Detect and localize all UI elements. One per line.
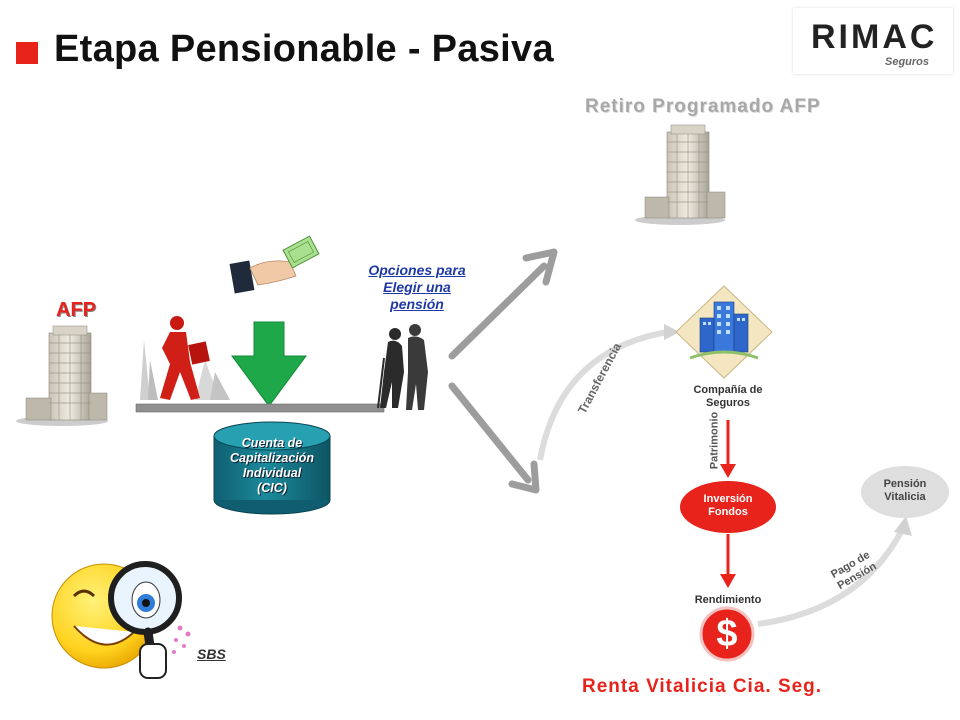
title-bullet: [16, 42, 38, 64]
insurance-company-icon: [675, 285, 773, 379]
cic-line-4: (CIC): [257, 481, 287, 495]
rendimiento-label: Rendimiento: [694, 594, 762, 606]
compania-line-1: Compañía de: [693, 384, 763, 396]
platform-bar: [135, 403, 385, 413]
page-title: Etapa Pensionable - Pasiva: [54, 28, 554, 70]
green-down-arrow: [231, 321, 307, 407]
inversion-label: Inversión Fondos: [680, 493, 776, 519]
dollar-sign: $: [716, 613, 738, 655]
opciones-line-1: Opciones para: [368, 262, 466, 278]
pago-pension-curve-arrow: [757, 516, 912, 627]
pension-vitalicia-line-2: Vitalicia: [884, 491, 926, 503]
arrow-to-renta: [448, 382, 540, 494]
pension-vitalicia-ellipse: [861, 466, 949, 518]
patrimonio-label: Patrimonio: [708, 411, 721, 470]
cic-cylinder: [213, 421, 331, 515]
opciones-line-3: pensión: [390, 296, 444, 312]
cic-line-1: Cuenta de: [241, 436, 303, 450]
rimac-logo: RIMAC Seguros: [793, 8, 953, 74]
compania-line-2: Seguros: [705, 397, 750, 409]
smiley-magnifier-icon: [51, 561, 191, 679]
cic-line-2: Capitalización: [229, 451, 315, 465]
compania-label: Compañía de Seguros: [676, 384, 780, 410]
building-afp-icon: [16, 325, 108, 426]
dollar-icon: [699, 606, 755, 662]
sbs-label: SBS: [197, 646, 226, 662]
inversion-line-1: Inversión: [703, 493, 753, 505]
elderly-couple-icon: [377, 324, 428, 410]
inversion-line-2: Fondos: [708, 506, 748, 518]
hand-with-money-icon: [229, 235, 320, 294]
pension-vitalicia-label: Pensión Vitalicia: [861, 478, 949, 504]
pension-vitalicia-line-1: Pensión: [883, 478, 927, 490]
inversion-fondos-ellipse: [680, 481, 776, 533]
building-retiro-icon: [635, 124, 726, 225]
logo-word: RIMAC: [811, 18, 938, 56]
renta-vitalicia-label: Renta Vitalicia Cia. Seg.: [582, 676, 823, 697]
rendimiento-arrow: [720, 534, 736, 588]
cic-line-3: Individual: [242, 466, 302, 480]
logo-subtitle: Seguros: [885, 56, 930, 68]
opciones-label: Opciones para Elegir una pensión: [362, 262, 472, 313]
transferencia-curve-arrow: [537, 324, 680, 461]
arrow-to-retiro: [448, 248, 558, 360]
afp-label: AFP: [56, 299, 96, 321]
worker-with-briefcase-icon: [140, 316, 230, 400]
opciones-line-2: Elegir una: [383, 279, 451, 295]
patrimonio-arrow: [720, 420, 736, 478]
retiro-programado-label: Retiro Programado AFP: [585, 96, 821, 117]
cic-label: Cuenta de Capitalización Individual (CIC…: [214, 436, 330, 496]
